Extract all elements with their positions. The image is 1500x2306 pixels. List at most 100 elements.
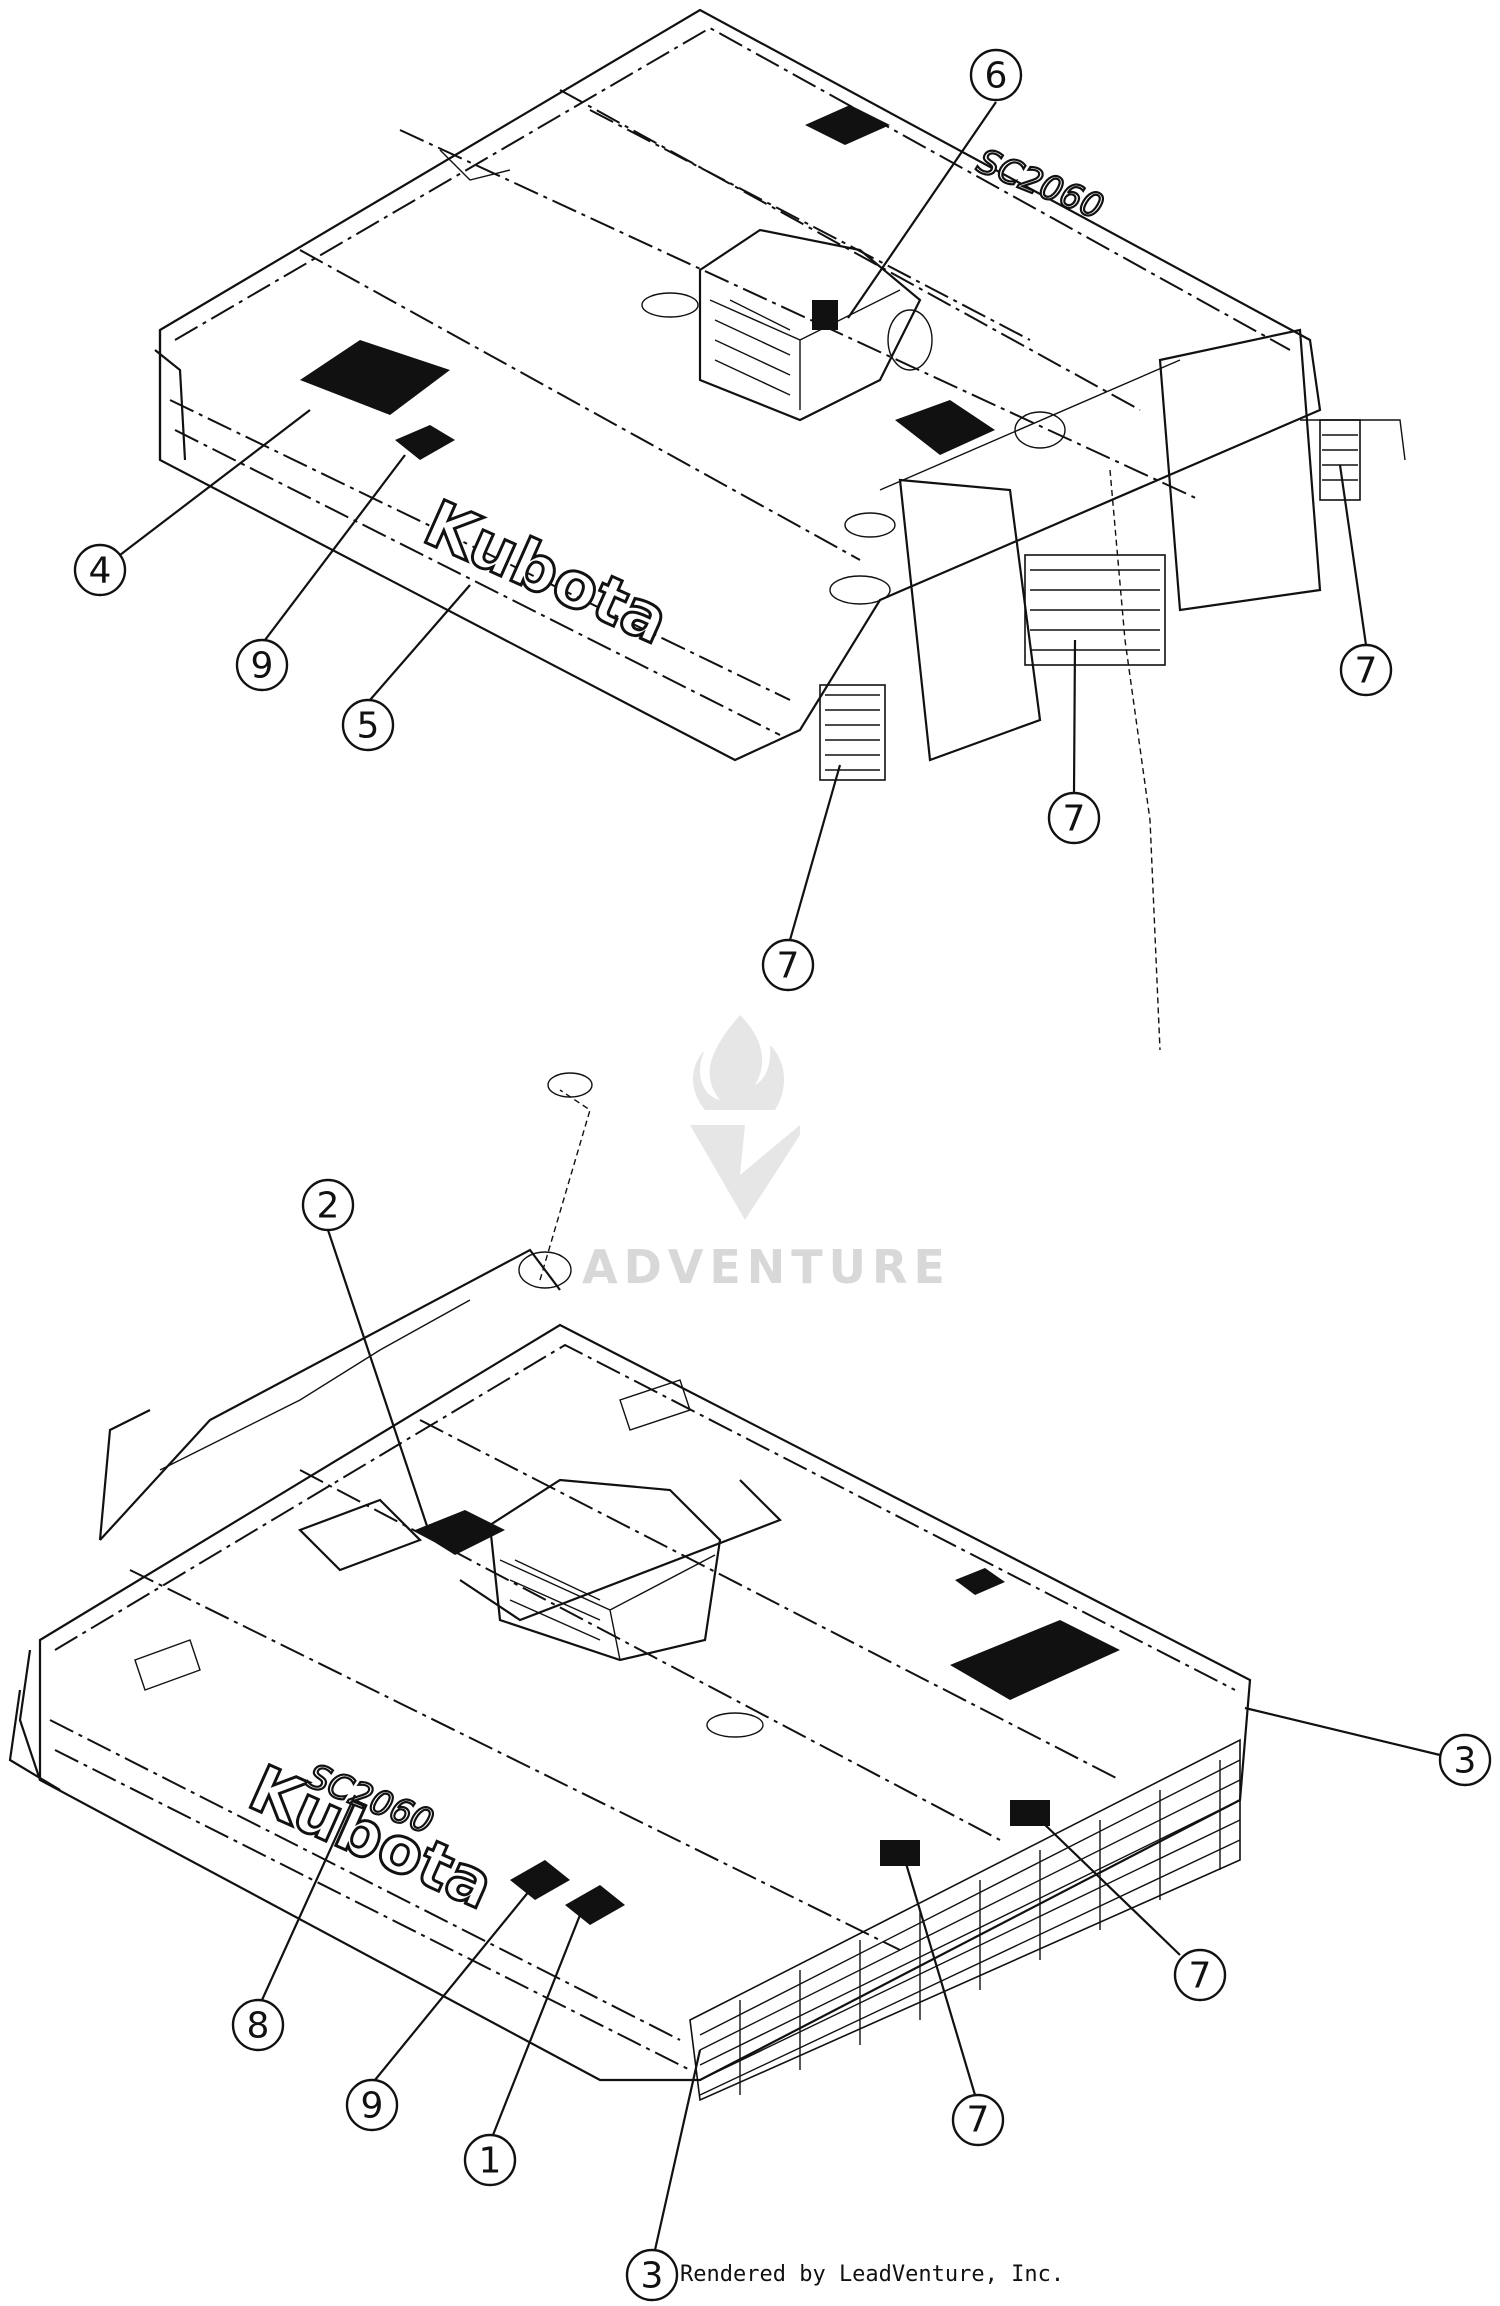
- bottom-blade-spindle: [706, 1712, 764, 1738]
- watermark-flame-icon: [692, 1015, 785, 1110]
- callout-8-circle: [231, 1998, 285, 2052]
- callout-7a-leader: [1338, 464, 1368, 646]
- bottom-decal-9: [510, 1860, 570, 1900]
- top-hitch-pin: [1300, 419, 1406, 461]
- bottom-decal-chain-7a: [880, 1840, 920, 1866]
- callout-9b-label: 9: [361, 2086, 384, 2127]
- watermark: ADVENTURE: [582, 1015, 945, 1294]
- bottom-gearbox-edges: [499, 1554, 716, 1661]
- bottom-chain-guard: [689, 1738, 1241, 2102]
- bottom-decal-small: [955, 1568, 1005, 1595]
- callout-3b-label: 3: [641, 2256, 664, 2297]
- top-deck-skirt-line: [169, 399, 791, 701]
- callout-4-leader: [119, 409, 311, 556]
- top-hitch-plate-right: [1158, 328, 1322, 612]
- top-ring-2: [829, 575, 891, 605]
- callout-3a-leader: [1244, 1706, 1441, 1757]
- top-deck-rib-2: [559, 89, 1141, 411]
- watermark-v-icon: [690, 1125, 800, 1220]
- callout-3a-circle: [1438, 1733, 1492, 1787]
- bottom-chain-hook: [547, 1072, 593, 1098]
- bottom-deck-rib: [129, 1569, 901, 1951]
- bottom-deck-outline: [38, 1323, 1252, 2082]
- top-model-decal: SC2060: [972, 141, 1109, 227]
- bottom-decal-1: [565, 1885, 625, 1925]
- callout-1-leader: [491, 1914, 582, 2136]
- top-chain-guard-2: [1024, 554, 1166, 666]
- top-deck-edge-line: [174, 26, 1291, 351]
- top-deck-skirt-line-2: [174, 429, 781, 736]
- bottom-gearbox-base: [459, 1479, 782, 1622]
- top-pto-coupler: [1014, 411, 1066, 449]
- top-bracket: [439, 149, 511, 181]
- callout-7e-circle: [951, 2093, 1005, 2147]
- callout-7e-label: 7: [967, 2100, 990, 2141]
- top-callouts: 6 4 9 5 7 7 7: [73, 48, 1393, 992]
- top-safety-chain: [1109, 469, 1161, 1051]
- top-gearbox-edges: [709, 289, 901, 410]
- bottom-deck-edge-line: [54, 1343, 1236, 1691]
- bottom-deck-skirt-line: [49, 1719, 681, 2041]
- callout-6-leader: [847, 101, 997, 319]
- bottom-hitch-frame: [99, 1248, 561, 1541]
- bottom-side-skid: [18, 1649, 42, 1781]
- callout-3b-circle: [625, 2248, 679, 2302]
- bottom-deck-rib-2: [419, 1419, 1121, 1781]
- callout-2-leader: [326, 1229, 432, 1536]
- top-gearbox-vents: [714, 299, 791, 396]
- callout-5-leader: [369, 584, 471, 701]
- bottom-hitch-post: [98, 1409, 151, 1541]
- callout-4-label: 4: [89, 551, 112, 592]
- bottom-pto-coupler: [518, 1251, 572, 1289]
- callout-7a-label: 7: [1355, 651, 1378, 692]
- callout-7d-label: 7: [1189, 1956, 1212, 1997]
- callout-9-label: 9: [251, 646, 274, 687]
- bottom-cutter-assembly: Kubota SC2060: [8, 1072, 1252, 2102]
- callout-7b-leader: [1072, 639, 1077, 794]
- callout-6-circle: [969, 48, 1023, 102]
- top-brand-logo: Kubota: [413, 487, 678, 659]
- callout-4-circle: [73, 543, 127, 597]
- callout-5-label: 5: [357, 706, 380, 747]
- top-blade-spindle: [641, 292, 699, 318]
- bottom-handle-1: [619, 1379, 691, 1431]
- callout-1-circle: [463, 2133, 517, 2187]
- top-hitch-crossbar: [879, 359, 1181, 491]
- top-decal-gearbox: [812, 300, 838, 330]
- top-ring-1: [844, 512, 896, 538]
- callout-7d-leader: [1039, 1819, 1181, 1956]
- top-hitch-plate-left: [898, 478, 1042, 762]
- top-deck-rib-4: [589, 109, 1031, 341]
- callout-7c-label: 7: [777, 946, 800, 987]
- callout-9-circle: [235, 638, 289, 692]
- callout-7e-leader: [903, 1859, 977, 2096]
- top-decal-safety-warning: [300, 340, 450, 415]
- top-side-skid: [154, 349, 187, 461]
- bottom-deck-skirt-line-2: [54, 1749, 691, 2071]
- callout-6-label: 6: [985, 56, 1008, 97]
- bottom-handle-2: [134, 1639, 201, 1691]
- callout-7c-leader: [788, 764, 842, 941]
- bottom-hitch-crossbar: [159, 1299, 471, 1471]
- callout-8-leader: [260, 1794, 357, 2001]
- bottom-pto-shaft: [298, 1498, 422, 1572]
- callout-7d-circle: [1173, 1948, 1227, 2002]
- bottom-decal-chain-7b: [1010, 1800, 1050, 1826]
- bottom-gearbox-vents: [509, 1559, 601, 1641]
- bottom-decal-safety-warning: [950, 1620, 1120, 1700]
- top-deck-rib-3: [399, 129, 1201, 501]
- callout-7a-circle: [1339, 643, 1393, 697]
- bottom-side-skid-2: [8, 1689, 61, 1791]
- callout-9-leader: [264, 454, 406, 641]
- top-decal-center: [895, 400, 995, 455]
- callout-3b-leader: [653, 2049, 702, 2251]
- top-decal-rear: [805, 105, 890, 145]
- callout-2-circle: [301, 1178, 355, 1232]
- callout-1-label: 1: [479, 2141, 502, 2182]
- callout-7c-circle: [761, 938, 815, 992]
- callout-5-circle: [341, 698, 395, 752]
- bottom-gearbox-shield: [488, 1478, 722, 1662]
- top-cutter-assembly: Kubota SC2060: [154, 8, 1406, 1051]
- top-chain-guard-1: [819, 684, 886, 781]
